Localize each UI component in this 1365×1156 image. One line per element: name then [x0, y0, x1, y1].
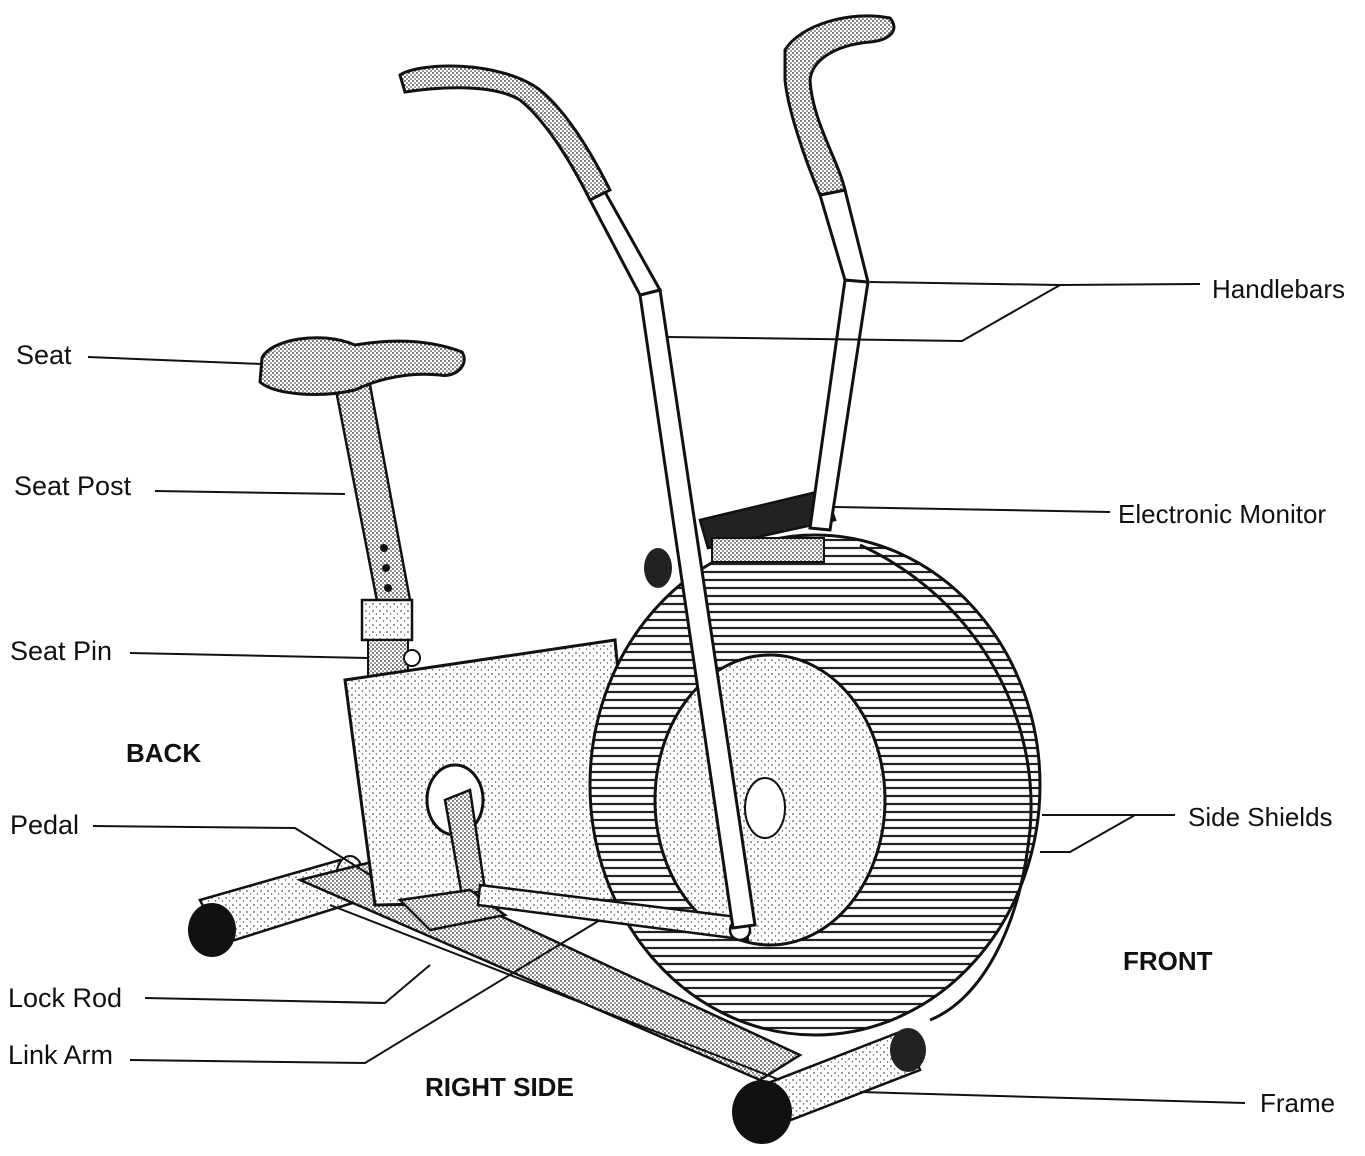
- leader-side-shields-lower: [1040, 814, 1175, 853]
- label-electronic-monitor: Electronic Monitor: [1118, 499, 1327, 529]
- leader-seat-post: [154, 490, 346, 495]
- label-front: FRONT: [1123, 946, 1213, 976]
- leader-seat-pin: [129, 652, 369, 659]
- seat-post-assembly: [258, 336, 466, 677]
- handlebars: [398, 14, 896, 930]
- left-handle-grip: [398, 64, 613, 203]
- body-housing: [343, 638, 642, 932]
- leader-link-arm: [129, 919, 601, 1065]
- label-handlebars: Handlebars: [1212, 274, 1345, 304]
- seat-pin-knob: [403, 649, 421, 667]
- leader-frame: [859, 1091, 1246, 1104]
- label-lock-rod: Lock Rod: [8, 983, 123, 1013]
- label-pedal: Pedal: [10, 810, 80, 840]
- rear-foot-cap-left: [188, 903, 236, 957]
- seat-saddle: [258, 336, 466, 396]
- label-side-shields: Side Shields: [1188, 802, 1333, 832]
- label-frame: Frame: [1260, 1088, 1336, 1118]
- leader-lock-rod: [144, 964, 431, 1005]
- seat-post-clamp: [360, 598, 414, 642]
- label-seat-pin: Seat Pin: [10, 636, 113, 666]
- leader-seat: [87, 356, 263, 365]
- leader-handlebars-right: [869, 281, 1061, 286]
- label-link-arm: Link Arm: [8, 1040, 114, 1070]
- leader-lines: [87, 281, 1246, 1104]
- leader-pedal: [92, 825, 371, 876]
- front-stabilizer: [732, 1028, 926, 1144]
- label-right-side: RIGHT SIDE: [425, 1072, 574, 1102]
- fan-wheel: [588, 533, 1042, 1037]
- leader-handlebars-left: [667, 283, 1201, 343]
- link-arm: [476, 883, 752, 942]
- label-back: BACK: [126, 738, 202, 768]
- electronic-monitor: [644, 488, 837, 588]
- label-seat: Seat: [16, 340, 72, 370]
- right-handle-grip: [783, 14, 896, 197]
- label-seat-post: Seat Post: [14, 471, 132, 501]
- leader-electronic-monitor: [834, 506, 1111, 513]
